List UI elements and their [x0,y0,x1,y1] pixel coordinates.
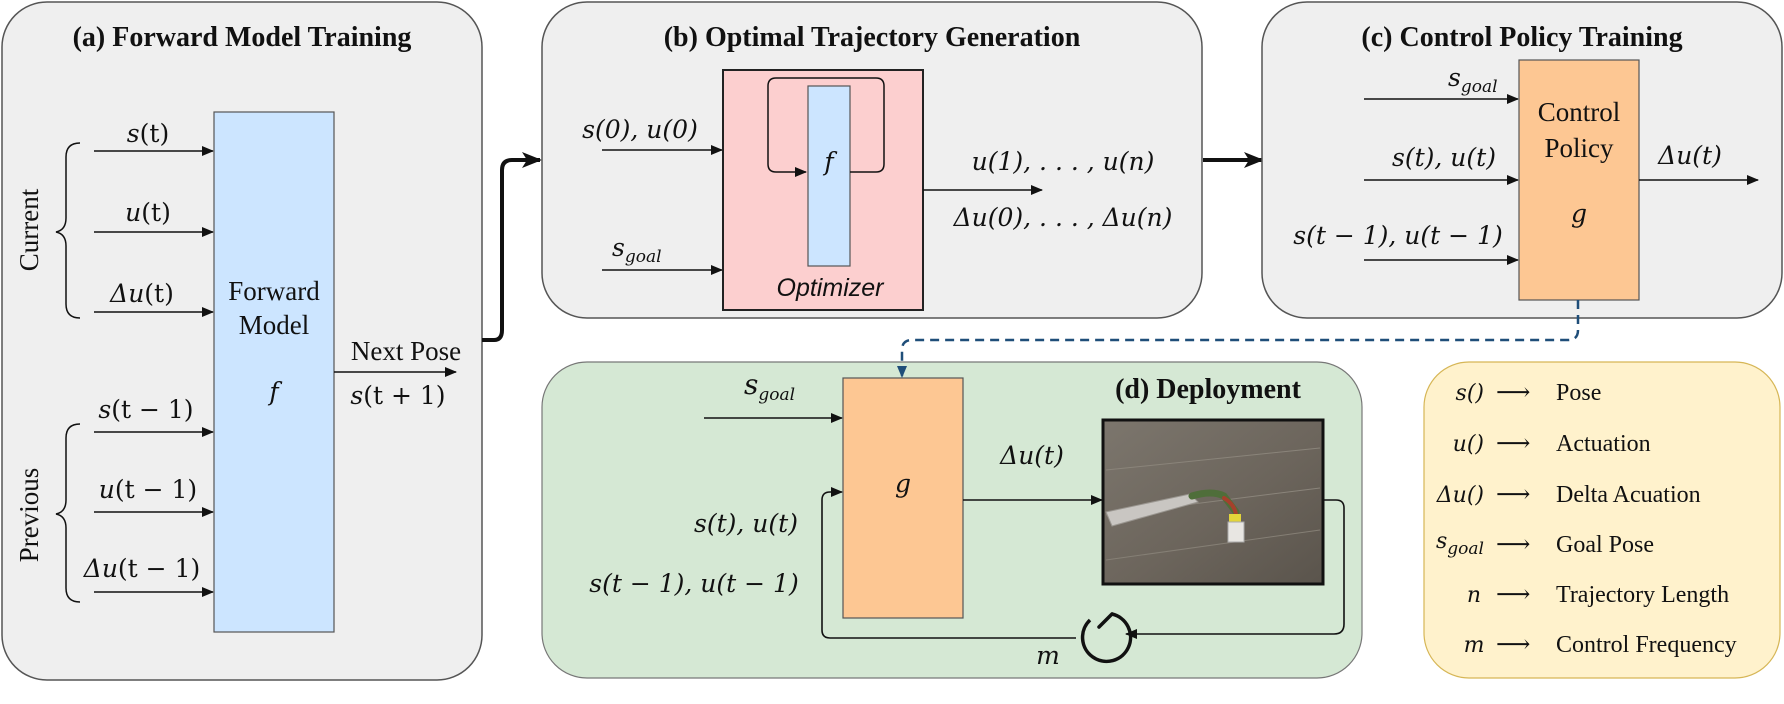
policy-transfer-dashed-link [897,300,1580,378]
svg-text:Control Frequency: Control Frequency [1556,632,1737,658]
panel-d-title: (d) Deployment [1115,374,1302,405]
panel-b-output-actuations: u(1), . . . , u(n) [972,147,1155,176]
svg-text:⟶: ⟶ [1496,532,1530,558]
svg-text:Trajectory Length: Trajectory Length [1556,582,1729,608]
legend-item-goal-pose: sgoal ⟶ Goal Pose [1436,529,1654,559]
group-previous-label: Previous [14,468,44,563]
svg-text:Δu(t − 1): Δu(t − 1) [83,554,200,583]
group-current-label: Current [14,188,44,271]
svg-text:sgoal: sgoal [1436,529,1484,559]
forward-model-label-line2: Model [239,310,310,340]
input-delta-u-t: Δu(t) [94,279,214,317]
control-policy-label-line2: Policy [1544,133,1614,163]
panel-c-title: (c) Control Policy Training [1361,22,1682,53]
next-pose-value: s(t + 1) [350,381,445,410]
panel-b-input-initial: s(0), u(0) [582,115,698,144]
svg-text:⟶: ⟶ [1496,632,1530,658]
svg-text:u(): u() [1453,432,1484,457]
svg-text:⟶: ⟶ [1496,482,1530,508]
svg-text:Actuation: Actuation [1556,431,1651,457]
panel-optimal-trajectory-generation: (b) Optimal Trajectory Generation s(0), … [541,1,1203,319]
feedback-loop-right [1125,499,1345,639]
input-s-t-minus-1: s(t − 1) [94,395,214,437]
panel-b-input-goal: sgoal [612,233,662,267]
frequency-symbol: m [1036,641,1060,670]
svg-text:⟶: ⟶ [1496,582,1530,608]
input-s-t: s(t) [94,119,214,156]
feedback-loop-left [821,487,1076,639]
deployed-policy-box [842,377,964,619]
svg-text:Δu(): Δu() [1436,483,1484,508]
control-policy-box [1518,59,1640,301]
panel-c-input-current: s(t), u(t) [1392,143,1496,172]
panel-control-policy-training: (c) Control Policy Training sgoal s(t), … [1261,1,1783,319]
optimizer-inner-model-box [807,85,851,267]
optimizer-label: Optimizer [777,274,886,302]
legend-item-trajectory-length: n ⟶ Trajectory Length [1467,582,1729,608]
svg-text:u(t): u(t) [125,198,171,227]
control-policy-label-line1: Control [1538,97,1621,127]
next-pose-label: Next Pose [351,336,461,366]
optimizer-loop-arrow [767,77,885,177]
legend-item-pose: s() ⟶ Pose [1456,380,1602,406]
svg-text:Delta Acuation: Delta Acuation [1556,482,1701,508]
panel-c-output: Δu(t) [1657,141,1722,170]
panel-forward-model-training: (a) Forward Model Training Current Previ… [1,1,483,681]
panel-c-input-goal: sgoal [1448,63,1498,97]
control-policy-symbol: g [1571,199,1587,228]
svg-text:u(t − 1): u(t − 1) [99,475,197,504]
svg-text:s(t): s(t) [127,119,169,148]
connector-a-to-b [482,152,542,342]
forward-model-symbol: f [267,377,282,406]
forward-model-label-line1: Forward [228,276,320,306]
svg-text:m: m [1464,633,1485,658]
svg-text:⟶: ⟶ [1496,431,1530,457]
panel-d-output: Δu(t) [999,441,1064,470]
svg-text:s(t − 1): s(t − 1) [98,395,193,424]
input-u-t: u(t) [94,198,214,237]
svg-text:n: n [1467,583,1481,608]
frequency-switch-icon [1080,612,1133,664]
legend-item-control-frequency: m ⟶ Control Frequency [1464,632,1737,658]
svg-text:Pose: Pose [1556,380,1601,406]
panel-d-feedback-current: s(t), u(t) [694,509,798,538]
panel-d-input-goal: sgoal [744,368,795,405]
input-u-t-minus-1: u(t − 1) [94,475,214,517]
robot-photo [1101,418,1325,586]
panel-b-output-deltas: Δu(0), . . . , Δu(n) [953,203,1173,232]
legend-background [1423,361,1781,679]
panel-b-title: (b) Optimal Trajectory Generation [664,22,1081,53]
legend-item-delta-actuation: Δu() ⟶ Delta Acuation [1436,482,1701,508]
input-delta-u-t-minus-1: Δu(t − 1) [83,554,214,597]
forward-model-box [213,111,335,633]
svg-text:s(): s() [1456,381,1484,406]
panel-d-feedback-previous: s(t − 1), u(t − 1) [589,569,798,598]
legend-item-actuation: u() ⟶ Actuation [1453,431,1651,457]
legend: s() ⟶ Pose u() ⟶ Actuation Δu() ⟶ Delta … [1423,361,1781,679]
panel-a-title: (a) Forward Model Training [73,22,412,53]
previous-brace [55,423,81,603]
current-brace [55,142,81,319]
svg-text:Δu(t): Δu(t) [109,279,174,308]
optimizer-inner-symbol: f [822,147,837,176]
svg-text:Goal Pose: Goal Pose [1556,532,1654,558]
deployed-policy-symbol: g [895,469,911,498]
svg-text:⟶: ⟶ [1496,380,1530,406]
panel-deployment: (d) Deployment sgoal g Δu(t) m s(t), u(t… [541,361,1363,679]
panel-c-input-previous: s(t − 1), u(t − 1) [1293,221,1502,250]
